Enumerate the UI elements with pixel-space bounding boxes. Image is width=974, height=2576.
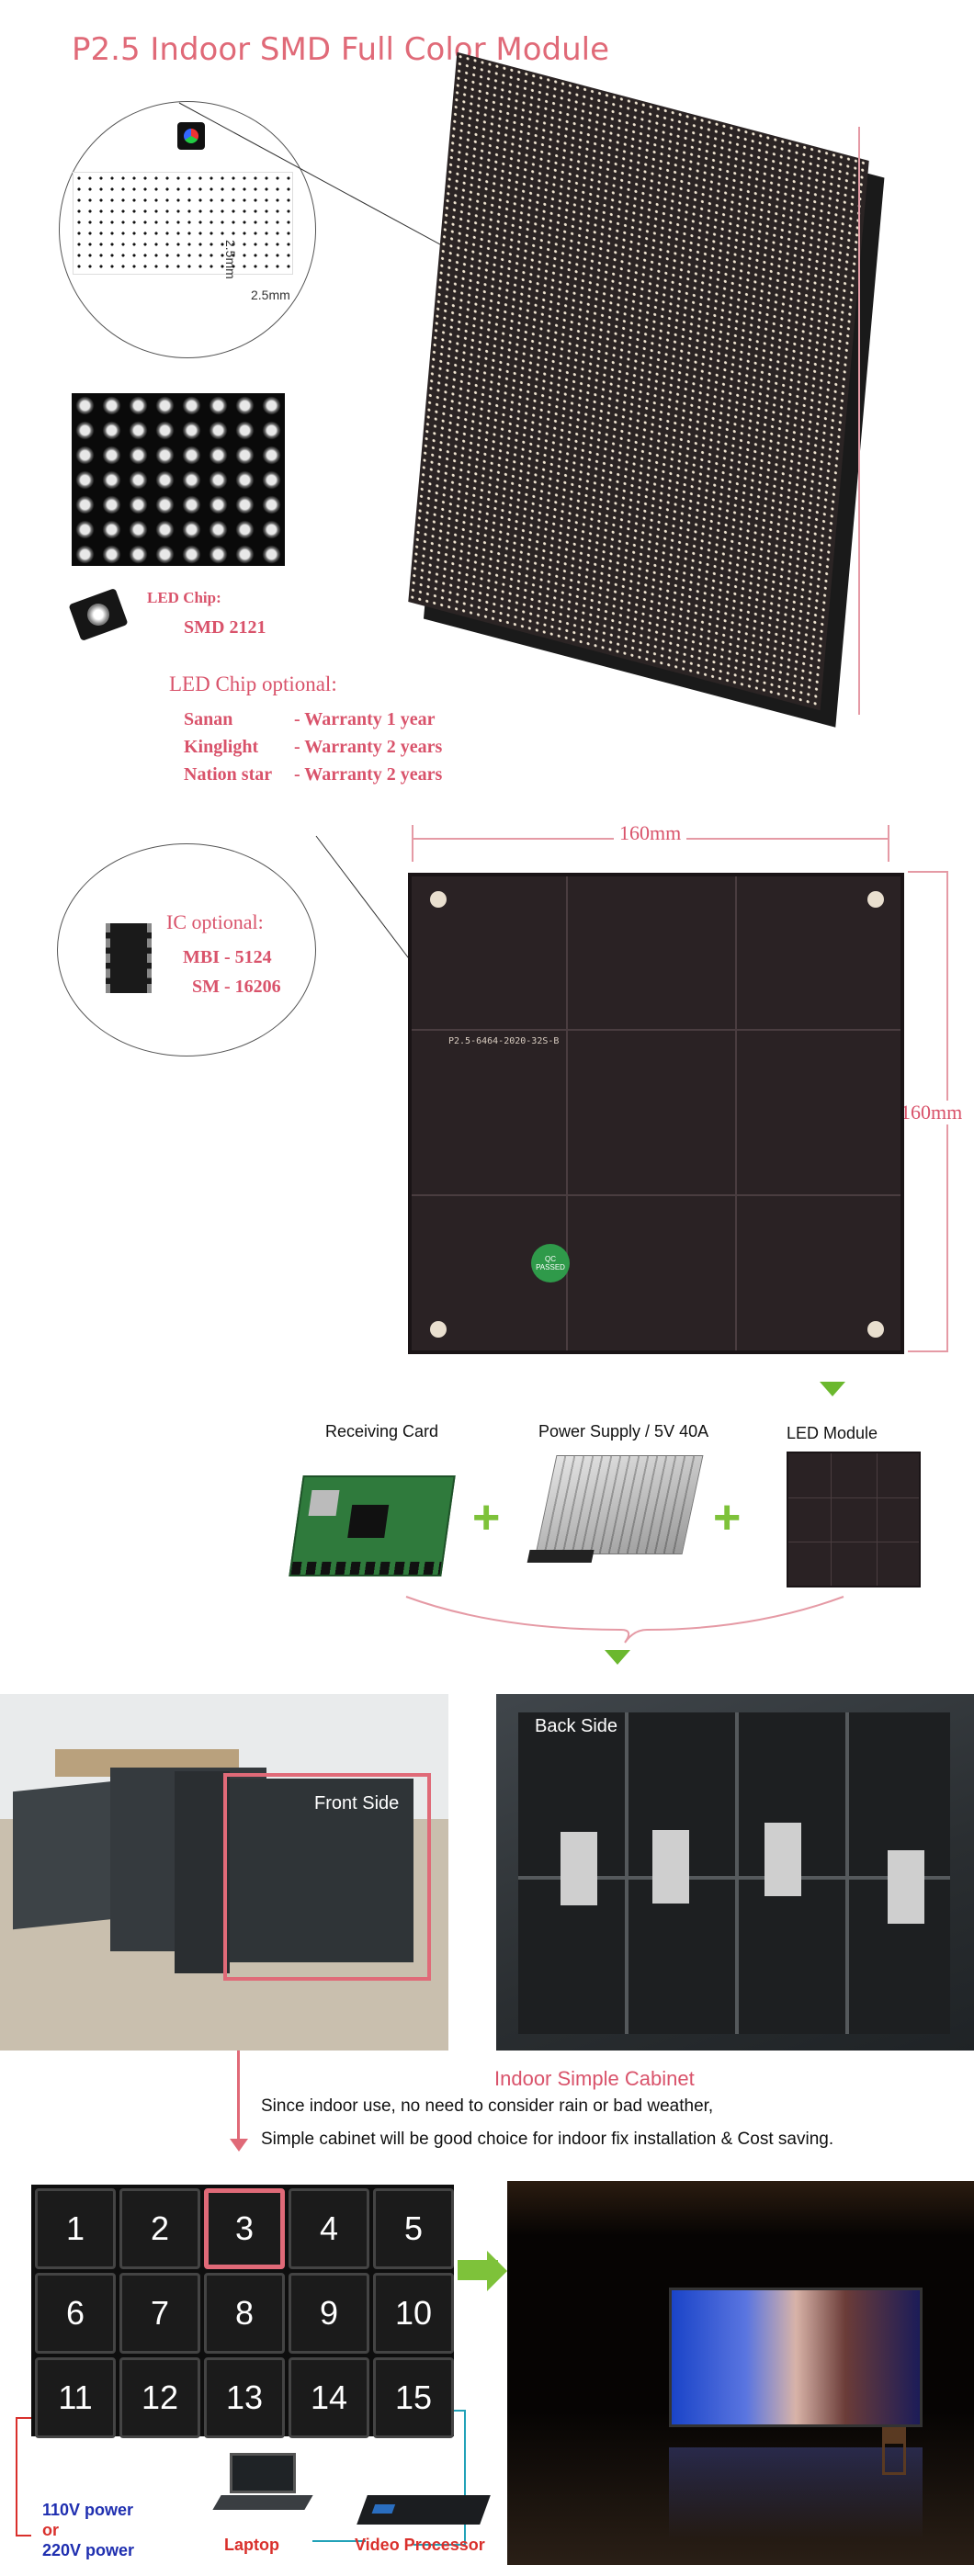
- connection-lines: [16, 2410, 466, 2546]
- installed-screen-photo: [507, 2181, 974, 2565]
- led-closeup-image: [72, 393, 285, 566]
- power-supply-unit: [561, 1832, 597, 1905]
- ic-zoom-circle: IC optional: MBI - 5124 SM - 16206: [57, 843, 316, 1056]
- cabinet-heading: Indoor Simple Cabinet: [494, 2067, 695, 2090]
- led-chip-warranty: - Warranty 2 years: [294, 737, 443, 757]
- height-tick-top: [908, 871, 948, 873]
- led-chip-brand: Sanan: [184, 709, 233, 729]
- power-supply-unit: [888, 1850, 924, 1924]
- cabinet-tile: 9: [289, 2273, 369, 2354]
- video-processor-label: Video Processor: [355, 2536, 485, 2554]
- power-220-label: 220V power: [42, 2541, 135, 2559]
- laptop-icon: [212, 2453, 313, 2517]
- brace-curve: [405, 1596, 844, 1644]
- front-side-highlight-box: [223, 1773, 431, 1981]
- cabinet-tile: 14: [289, 2357, 369, 2438]
- mounting-hole: [867, 1321, 884, 1338]
- chair: [882, 2427, 906, 2475]
- led-chip-model: SMD 2121: [184, 617, 266, 638]
- power-110-label: 110V power: [42, 2501, 134, 2519]
- pixel-zoom-circle: 2.5mm 2.5mm: [59, 101, 316, 358]
- led-screen-content: [669, 2288, 923, 2427]
- down-arrow-icon: [230, 2139, 248, 2152]
- qc-passed-text: QC PASSED: [536, 1255, 565, 1271]
- cabinet-grid: 1 2 3 4 5 6 7 8 9 10 11 12 13 14 15: [31, 2185, 454, 2438]
- plus-icon: +: [713, 1491, 742, 1544]
- width-dimension-label: 160mm: [614, 821, 687, 845]
- power-supply-unit: [652, 1830, 689, 1904]
- mounting-hole: [430, 1321, 447, 1338]
- ic-heading: IC optional:: [166, 910, 264, 933]
- plus-icon: +: [472, 1491, 501, 1544]
- laptop-label: Laptop: [224, 2536, 279, 2554]
- cabinet-tile: 4: [289, 2188, 369, 2269]
- smd-chip-icon: [68, 588, 129, 641]
- pcb-model-code: P2.5-6464-2020-32S-B: [448, 1036, 560, 1046]
- cabinet-back-photo: Back Side: [496, 1694, 974, 2051]
- led-module-label: LED Module: [787, 1424, 878, 1442]
- cabinet-line-2: Simple cabinet will be good choice for i…: [261, 2130, 834, 2149]
- cabinet-tile: 10: [373, 2273, 454, 2354]
- ic-option: SM - 16206: [192, 977, 281, 997]
- power-supply-image: [527, 1455, 704, 1563]
- height-dimension-label: 160mm: [900, 1101, 963, 1124]
- mounting-hole: [430, 891, 447, 908]
- led-chip-option: Sanan - Warranty 1 year Kinglight - Warran…: [184, 706, 442, 788]
- width-tick-left: [412, 825, 413, 862]
- receiving-card-label: Receiving Card: [325, 1422, 439, 1441]
- led-module-front-image: [408, 51, 869, 711]
- cabinet-tile: 13: [204, 2357, 285, 2438]
- ic-chip-icon: [106, 923, 152, 993]
- cabinet-tile: 2: [119, 2188, 200, 2269]
- power-or-label: or: [42, 2521, 59, 2539]
- page-title: P2.5 Indoor SMD Full Color Module: [72, 31, 609, 68]
- led-chip-brand: Nation star: [184, 764, 273, 785]
- width-tick-right: [888, 825, 889, 862]
- qc-passed-sticker: QC PASSED: [531, 1244, 570, 1282]
- mounting-hole: [867, 891, 884, 908]
- zoom-connector-line: [178, 102, 473, 263]
- led-chip-brand: Kinglight: [184, 737, 259, 757]
- cabinet-tile: 15: [373, 2357, 454, 2438]
- cabinet-tile-highlighted: 3: [204, 2188, 285, 2269]
- ic-option: MBI - 5124: [183, 947, 272, 967]
- down-arrow-icon: [605, 1650, 630, 1665]
- cabinet-tile: 7: [119, 2273, 200, 2354]
- led-module-small-image: [787, 1452, 921, 1587]
- pixel-dot-grid: [73, 172, 293, 275]
- receiving-card-image: [289, 1475, 456, 1576]
- power-supply-unit: [764, 1823, 801, 1896]
- cabinets-front-photo: Front Side: [0, 1694, 448, 2051]
- led-chip-optional-heading: LED Chip optional:: [169, 672, 337, 695]
- cabinet-tile: 6: [35, 2273, 116, 2354]
- down-arrow-icon: [820, 1382, 845, 1396]
- cabinet-tile: 8: [204, 2273, 285, 2354]
- rgb-led-icon: [177, 122, 205, 150]
- led-chip-warranty: - Warranty 2 years: [294, 764, 443, 785]
- cabinet-tile: 1: [35, 2188, 116, 2269]
- cabinet-line-1: Since indoor use, no need to consider ra…: [261, 2096, 714, 2116]
- flow-line: [237, 2051, 240, 2142]
- ic-connector-line: [315, 835, 414, 966]
- led-module-back-image: P2.5-6464-2020-32S-B QC PASSED: [408, 873, 904, 1354]
- video-processor-icon: [357, 2495, 491, 2525]
- right-arrow-head: [487, 2251, 507, 2291]
- height-guide-line: [858, 127, 860, 715]
- led-chip-heading: LED Chip:: [147, 589, 221, 606]
- led-chip-warranty: - Warranty 1 year: [294, 709, 436, 729]
- cabinet-tile: 11: [35, 2357, 116, 2438]
- pitch-dim-horizontal: 2.5mm: [251, 288, 290, 302]
- back-side-label: Back Side: [535, 1716, 618, 1736]
- cabinet-tile: 12: [119, 2357, 200, 2438]
- front-side-label: Front Side: [314, 1793, 400, 1813]
- power-supply-label: Power Supply / 5V 40A: [538, 1422, 709, 1441]
- height-tick-bottom: [908, 1350, 948, 1352]
- cabinet-tile: 5: [373, 2188, 454, 2269]
